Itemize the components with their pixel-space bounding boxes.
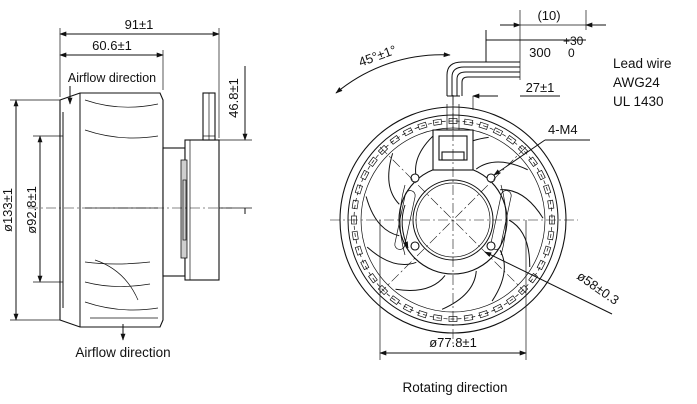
inlet-diameter-label: ø92.8±1 — [24, 186, 39, 234]
slot — [505, 135, 517, 145]
lead-length-ref-label: (10) — [537, 8, 560, 23]
slot — [351, 230, 359, 241]
mount-holes-label: 4-M4 — [548, 122, 578, 137]
slot — [528, 272, 538, 284]
slot — [368, 272, 378, 284]
dim-lead-length: (10) 300 +30 0 — [485, 8, 606, 80]
slot — [536, 259, 546, 271]
dim-lead-offset: 27±1 — [447, 80, 560, 110]
blade — [395, 275, 446, 291]
dim-bolt-circle: ø77.8±1 — [379, 220, 527, 360]
airflow-bottom-label: Airflow direction — [75, 345, 170, 360]
blade — [475, 161, 528, 171]
hub-diameter-label: ø58±0.3 — [574, 268, 622, 308]
impeller-side-body — [59, 92, 164, 328]
blade — [491, 250, 505, 302]
front-view: 45°±1° (10) 300 +30 0 27±1 — [330, 8, 622, 395]
slot — [354, 184, 363, 195]
slot — [463, 118, 474, 126]
airflow-top: Airflow direction — [67, 71, 156, 105]
slot — [351, 199, 359, 210]
slot — [543, 184, 552, 195]
slot — [547, 199, 555, 210]
lead-wire-line1: Lead wire — [613, 56, 672, 71]
lead-tol-lower-label: 0 — [568, 46, 575, 60]
slot — [463, 314, 474, 322]
height-label: 46.8±1 — [226, 78, 241, 118]
blade — [500, 189, 544, 219]
outer-slots — [351, 118, 555, 322]
slot — [402, 127, 414, 137]
slot — [478, 121, 489, 130]
impeller-length-label: 60.6±1 — [92, 38, 132, 53]
slot — [389, 135, 401, 145]
slot — [389, 295, 401, 305]
outer-diameter-label: ø133±1 — [0, 188, 15, 232]
slot — [492, 303, 504, 313]
slot — [492, 127, 504, 137]
slot — [360, 169, 370, 181]
slot — [505, 295, 517, 305]
diag-center-2 — [379, 146, 527, 294]
slot — [402, 303, 414, 313]
blade — [388, 153, 400, 205]
slot — [528, 156, 538, 168]
slot — [547, 230, 555, 241]
slot — [360, 259, 370, 271]
slot — [543, 245, 552, 256]
slot — [354, 245, 363, 256]
airflow-top-label: Airflow direction — [68, 71, 156, 85]
airflow-bottom: Airflow direction — [75, 324, 171, 360]
slot — [368, 156, 378, 168]
dim-angle: 45°±1° — [335, 42, 451, 94]
lead-length-label: 300 — [529, 45, 551, 60]
lead-wire-line2: AWG24 — [613, 75, 660, 90]
lead-wire-spec: Lead wire AWG24 UL 1430 — [613, 56, 672, 109]
slot — [417, 121, 428, 130]
blade — [508, 219, 531, 268]
blade — [366, 246, 417, 265]
rotation-indicator: Rotating direction — [401, 204, 508, 395]
slot — [417, 310, 428, 319]
blade — [365, 196, 400, 237]
rotation-label: Rotating direction — [402, 380, 507, 395]
bolt-circle-label: ø77.8±1 — [429, 335, 477, 350]
motor-side-body — [162, 92, 220, 281]
lead-tol-upper-label: +30 — [563, 34, 584, 48]
angle-label: 45°±1° — [356, 42, 398, 70]
slot — [432, 314, 443, 322]
dim-overall-length: 91±1 — [59, 17, 220, 138]
overall-length-label: 91±1 — [125, 17, 154, 32]
lead-wire-line3: UL 1430 — [613, 94, 664, 109]
slot — [536, 169, 546, 181]
blade — [441, 270, 477, 310]
lead-offset-label: 27±1 — [526, 80, 555, 95]
slot — [432, 118, 443, 126]
dim-height: 46.8±1 — [219, 66, 252, 214]
slot — [478, 310, 489, 319]
dim-impeller-length: 60.6±1 — [59, 38, 164, 90]
dim-outer-diameter: ø133±1 — [0, 99, 60, 321]
lead-wires — [446, 61, 520, 96]
rotation-arrow — [401, 204, 409, 249]
dim-inlet-diameter: ø92.8±1 — [24, 135, 63, 283]
side-view: 91±1 60.6±1 Airflow direction 46.8±1 ø13… — [0, 17, 252, 360]
dim-mount-holes: 4-M4 — [493, 122, 590, 176]
